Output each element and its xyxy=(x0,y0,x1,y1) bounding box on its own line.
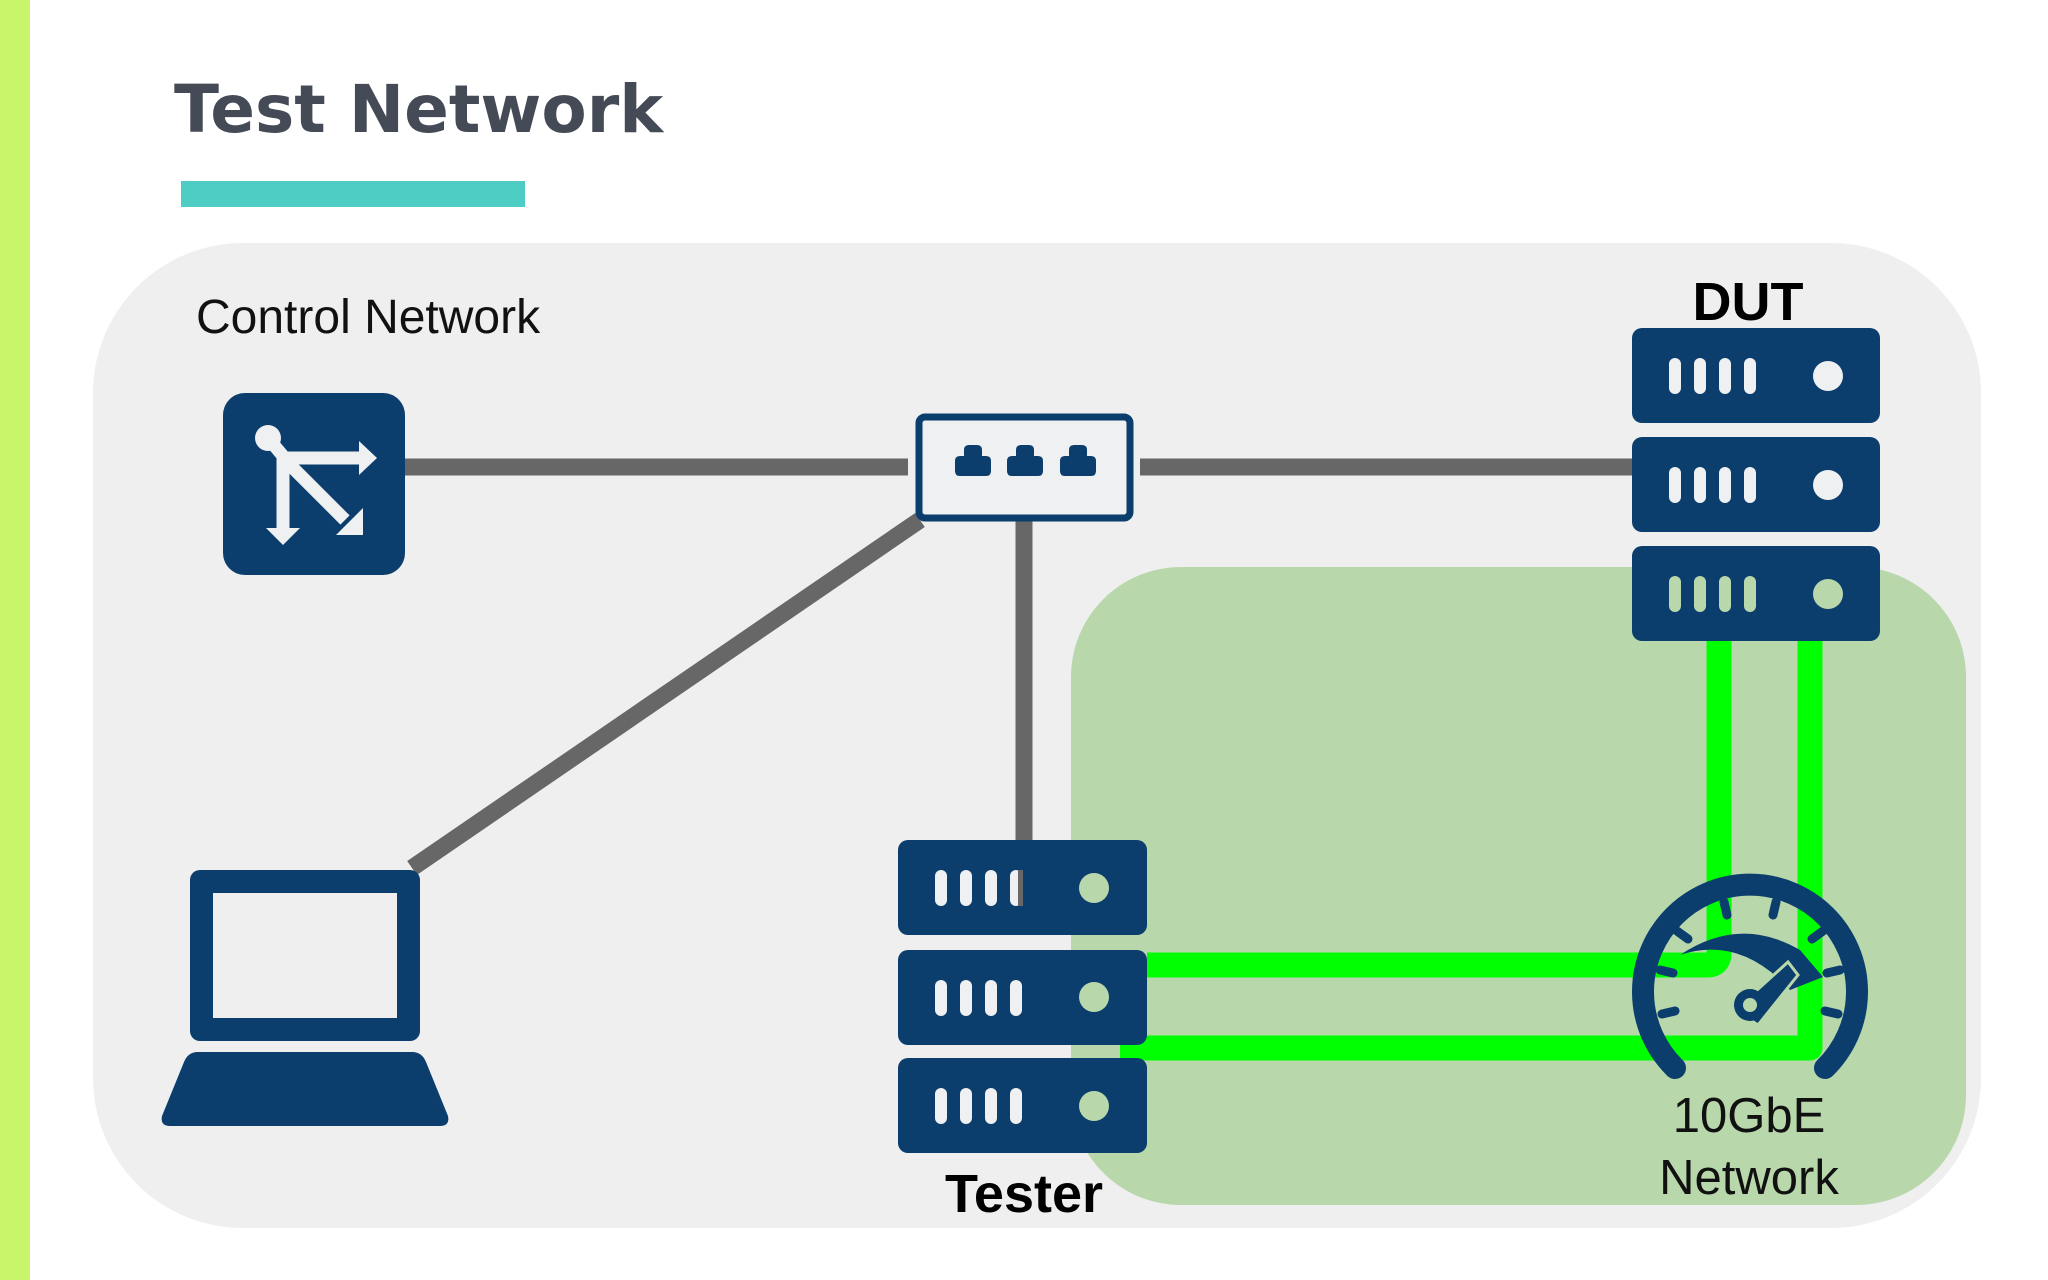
tester-unit-3 xyxy=(898,1058,1147,1153)
link-switch-laptop xyxy=(407,512,925,876)
tester-label: Tester xyxy=(945,1164,1103,1224)
link-tester-network-2 xyxy=(1120,641,1823,1061)
title-underline xyxy=(181,181,525,207)
switch-icon[interactable] xyxy=(915,413,1134,522)
link-tester-network-1 xyxy=(1147,641,1732,978)
dut-unit-3 xyxy=(1632,546,1880,641)
dut-server-icon[interactable] xyxy=(1632,328,1880,641)
speedometer-icon[interactable] xyxy=(1632,873,1868,1079)
side-accent-bar xyxy=(0,0,30,1280)
control-network-label: Control Network xyxy=(196,291,541,344)
network-label-line1: 10GbE xyxy=(1673,1089,1826,1143)
tester-unit-1 xyxy=(898,840,1147,935)
control-links xyxy=(405,458,1632,900)
dut-label: DUT xyxy=(1693,272,1804,332)
tester-server-icon[interactable] xyxy=(898,840,1147,1153)
laptop-icon[interactable] xyxy=(161,870,449,1126)
dut-unit-2 xyxy=(1632,437,1880,532)
tester-unit-2 xyxy=(898,950,1147,1045)
test-network-panel xyxy=(1071,567,1966,1205)
network-label-line2: Network xyxy=(1659,1151,1839,1205)
router-icon[interactable] xyxy=(223,393,405,575)
dut-unit-1 xyxy=(1632,328,1880,423)
page-title: Test Network xyxy=(174,71,665,148)
data-links xyxy=(1120,641,1823,1061)
